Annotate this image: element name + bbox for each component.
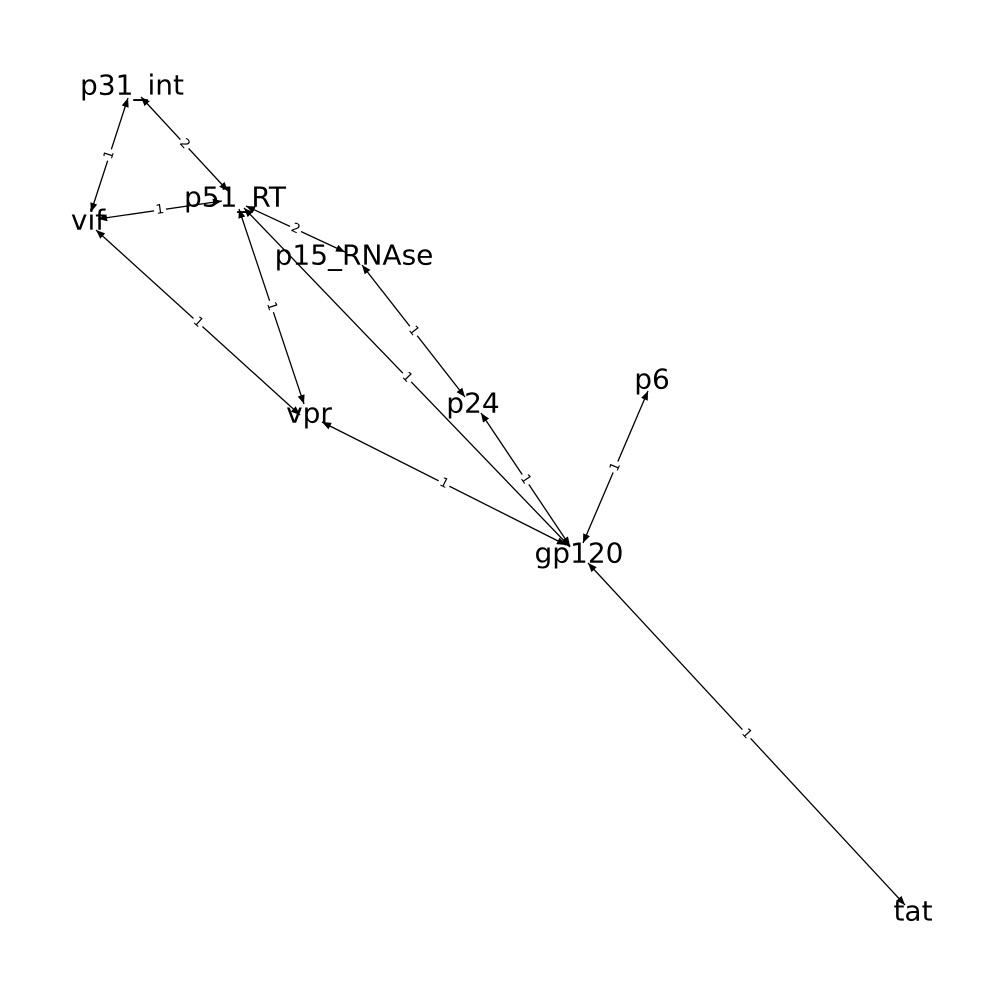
node-p51_RT[interactable]: p51_RT — [184, 181, 287, 214]
edge-weight-label-bg — [605, 458, 626, 476]
node-p24[interactable]: p24 — [446, 387, 499, 420]
edge-weight-label-group: 1 — [515, 470, 536, 489]
node-p6[interactable]: p6 — [634, 363, 670, 396]
edge-weight-label-group: 1 — [435, 473, 453, 494]
edge-weight-label-group: 1 — [605, 458, 626, 476]
edge-weight-label-bg — [515, 470, 536, 489]
node-p15_RNAse[interactable]: p15_RNAse — [275, 239, 434, 272]
node-gp120[interactable]: gp120 — [535, 537, 624, 570]
node-p31_int[interactable]: p31_int — [80, 69, 184, 102]
edge-weight-label-bg — [262, 298, 281, 315]
edge-weight-label-group: 1 — [736, 724, 757, 744]
edge-labels-layer: 1 2 1 2 1 1 1 1 1 1 1 1 — [100, 134, 757, 744]
edge-weight-label-bg — [403, 321, 424, 341]
edge-weight-label-group: 2 — [174, 134, 195, 154]
edge-weight-label: 1 — [155, 202, 165, 218]
edge-weight-label-group: 1 — [397, 367, 417, 388]
node-vpr[interactable]: vpr — [286, 397, 332, 430]
node-tat[interactable]: tat — [893, 895, 932, 928]
edge-weight-label-group: 1 — [100, 146, 119, 164]
edges-layer — [90, 96, 906, 906]
edge-weight-label-bg — [435, 473, 453, 494]
edge-weight-label-group: 1 — [152, 201, 168, 219]
edge-weight-label-bg — [152, 201, 168, 219]
edge-weight-label-bg — [736, 724, 757, 744]
edge-weight-label-group: 1 — [262, 298, 281, 315]
edge-weight-label-bg — [286, 219, 305, 239]
edge-weight-label-group: 1 — [188, 312, 208, 333]
edge-weight-label-bg — [188, 312, 208, 333]
edge-weight-label-group: 2 — [286, 219, 305, 239]
edge-weight-label-bg — [100, 146, 119, 164]
edge-weight-label-bg — [397, 367, 417, 388]
node-vif[interactable]: vif — [71, 204, 106, 237]
edge-weight-label-bg — [174, 134, 195, 154]
edge-weight-label-group: 1 — [403, 321, 424, 341]
